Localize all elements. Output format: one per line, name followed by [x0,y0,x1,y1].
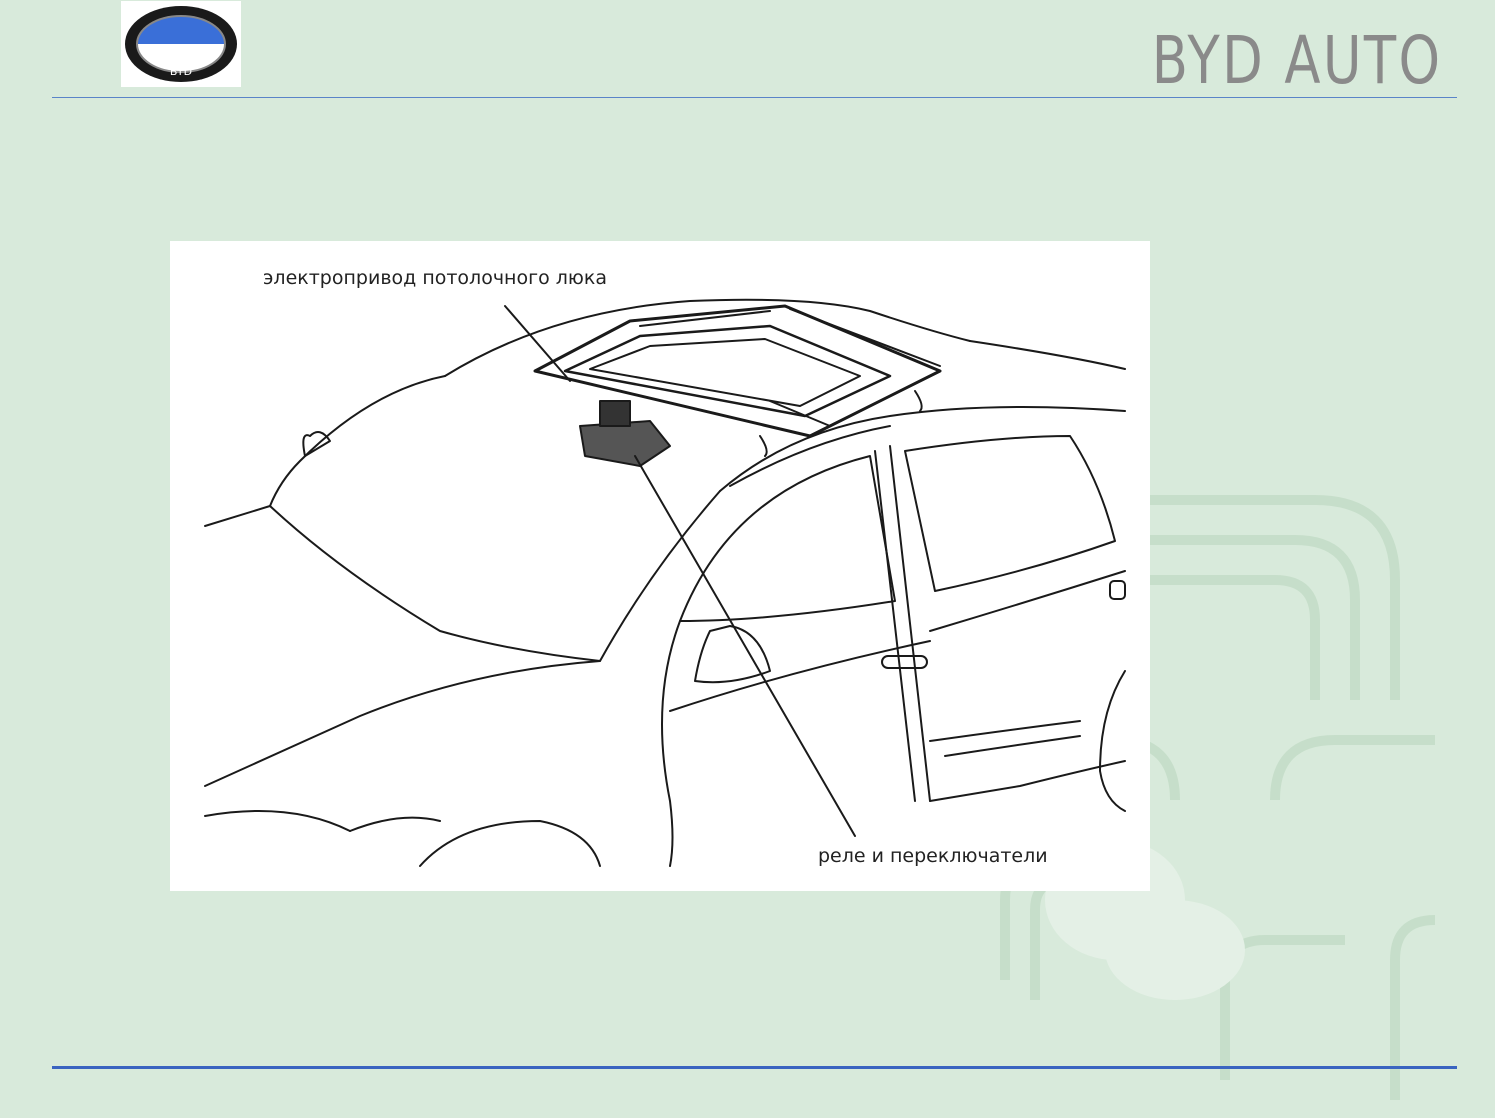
byd-logo: BYD [121,1,241,87]
brand-title: BYD AUTO [1152,22,1443,99]
label-relay-switches: реле и переключатели [818,845,1048,867]
logo-text: BYD [170,65,192,78]
footer-divider [52,1066,1457,1069]
car-line-drawing [204,298,1126,867]
header-divider [52,97,1457,98]
sunroof-diagram: электропривод потолочного люка реле и пе… [170,241,1150,891]
label-sunroof-motor: электропривод потолочного люка [263,267,608,289]
